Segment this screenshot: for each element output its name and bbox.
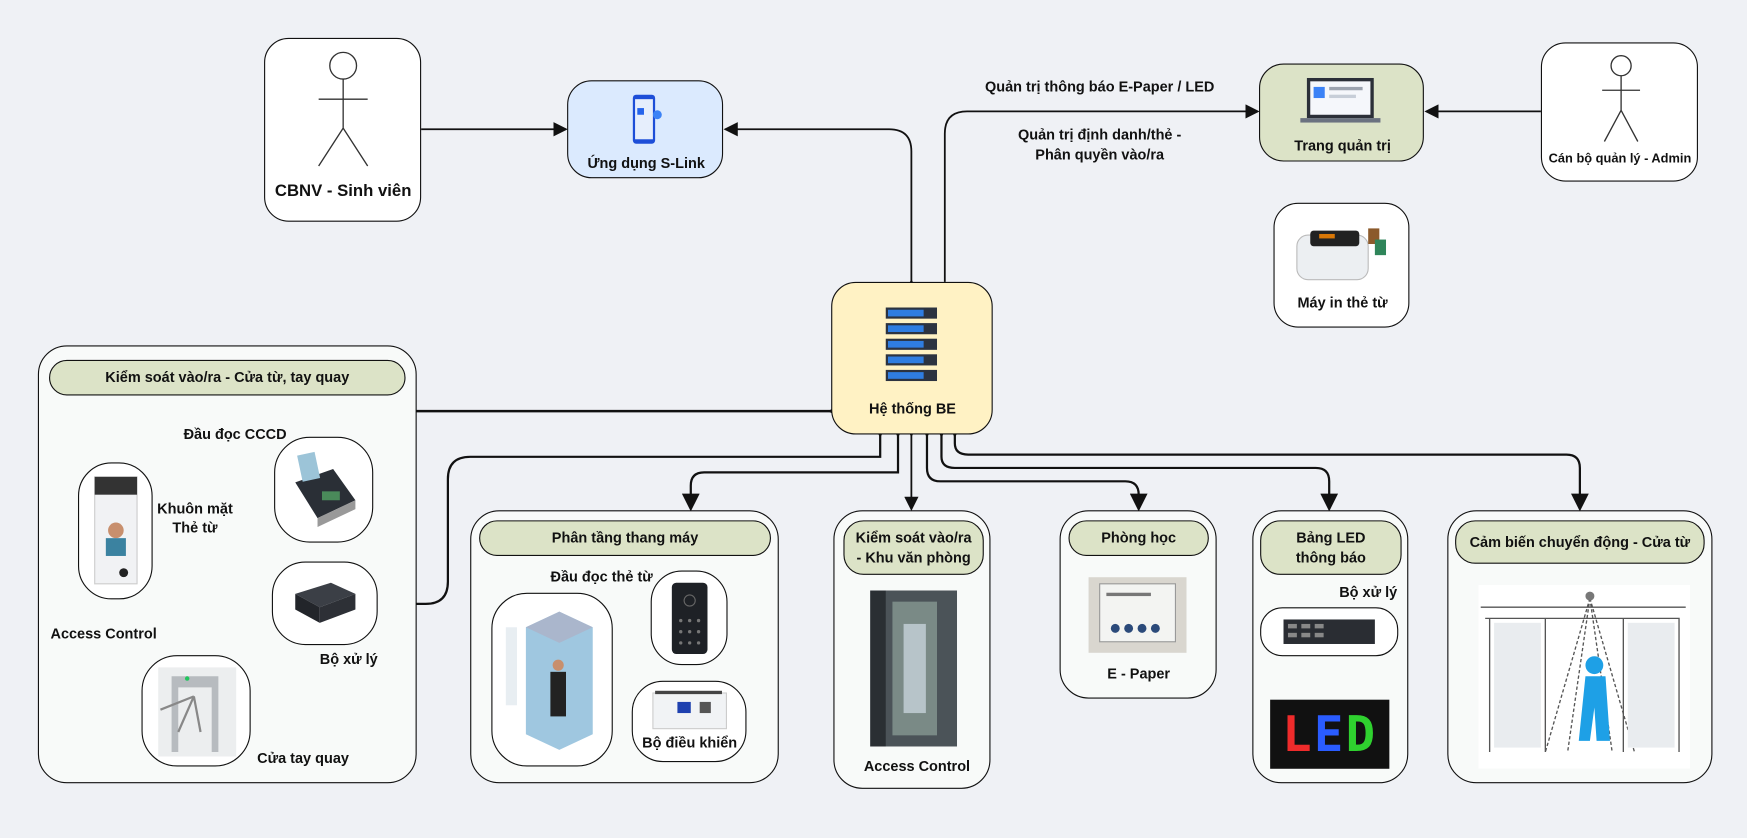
node-backend-label: Hệ thống BE: [869, 399, 956, 417]
face-label: Khuôn mặt: [157, 500, 233, 517]
node-admin-portal: Trang quản trị: [1259, 63, 1424, 162]
group-elevator-title-text: Phân tầng thang máy: [551, 529, 699, 546]
elevator-cabin-icon: [505, 611, 593, 750]
led-processor: [1260, 607, 1399, 657]
card-printer-icon: [1296, 228, 1387, 281]
node-slink: Ứng dụng S-Link: [567, 80, 724, 179]
led-controller-icon: [1283, 619, 1375, 644]
motion-sensor-door-image: [1478, 584, 1691, 769]
server-rack-icon: [885, 307, 938, 382]
group-gate-title-text: Kiểm soát vào/ra - Cửa từ, tay quay: [105, 368, 350, 386]
card-reader-label: Đầu đọc thẻ từ: [550, 568, 653, 585]
edge-label-identity-2: Phân quyền vào/ra: [1035, 145, 1165, 163]
edge-be-slink: [723, 122, 919, 294]
actor-admin: Cán bộ quản lý - Admin: [1540, 42, 1698, 182]
node-admin-portal-label: Trang quản trị: [1294, 137, 1391, 154]
actor-user: CBNV - Sinh viên: [264, 37, 422, 222]
actor-admin-label: Cán bộ quản lý - Admin: [1548, 152, 1692, 167]
edge-be-elevator: [681, 420, 907, 512]
office-access-control-label: Access Control: [863, 757, 971, 775]
turnstile-label: Cửa tay quay: [257, 749, 349, 767]
id-card-reader-icon: [295, 451, 356, 527]
led-processor-label: Bộ xử lý: [1339, 583, 1398, 601]
keypad-reader-icon: [671, 582, 708, 655]
card-label: Thẻ từ: [172, 519, 218, 536]
access-control-gate-label: Access Control: [50, 625, 157, 642]
group-classroom-title: Phòng học: [1068, 520, 1209, 556]
group-led-title: Bảng LED thông báo: [1260, 520, 1402, 575]
group-led-title-1: Bảng LED: [1296, 528, 1366, 546]
controller-device-icon: [652, 690, 727, 730]
group-led-title-2: thông báo: [1295, 548, 1366, 566]
edge-be-led: [932, 420, 1339, 512]
node-card-printer-label: Máy in thẻ từ: [1297, 294, 1388, 311]
turnstile-icon: [158, 667, 237, 757]
processor-gate: [271, 561, 378, 646]
edge-label-identity-1: Quản trị định danh/thẻ -: [1018, 125, 1182, 143]
processor-gate-label: Bộ xử lý: [319, 650, 378, 668]
turnstile: [141, 655, 251, 767]
group-elevator-title: Phân tầng thang máy: [479, 520, 771, 556]
card-reader: [650, 570, 728, 666]
office-door-photo: [870, 590, 958, 747]
edge-be-classroom: [918, 420, 1148, 512]
edge-be-processor: [376, 420, 890, 613]
elevator: [491, 592, 613, 767]
stick-figure-icon: [318, 51, 369, 167]
group-sensor-title-text: Cảm biến chuyển động - Cửa từ: [1469, 533, 1691, 550]
edge-be-admin-portal: [943, 104, 1260, 282]
group-gate-title: Kiểm soát vào/ra - Cửa từ, tay quay: [49, 359, 406, 396]
laptop-dashboard-icon: [1300, 77, 1381, 123]
node-backend: Hệ thống BE: [831, 281, 993, 435]
face-terminal: [77, 462, 153, 600]
cccd-reader: [274, 436, 374, 543]
stick-figure-icon: [1602, 55, 1641, 142]
edge-be-sensor: [945, 420, 1589, 512]
controller-label: Bộ điều khiển: [642, 734, 738, 751]
edge-label-epaper-led: Quản trị thông báo E-Paper / LED: [985, 77, 1215, 95]
processor-box-icon: [295, 582, 356, 623]
group-classroom-title-text: Phòng học: [1101, 529, 1177, 546]
cccd-reader-label: Đầu đọc CCCD: [183, 425, 287, 443]
epaper-label: E - Paper: [1107, 665, 1171, 682]
face-terminal-icon: [94, 476, 138, 585]
mobile-app-icon: [632, 94, 662, 144]
group-office-title-2: - Khu văn phòng: [856, 548, 971, 566]
epaper-display-image: [1088, 577, 1187, 653]
node-slink-label: Ứng dụng S-Link: [587, 154, 705, 172]
group-office-title-1: Kiểm soát vào/ra: [855, 528, 972, 546]
actor-user-label: CBNV - Sinh viên: [274, 181, 412, 201]
group-sensor-title: Cảm biến chuyển động - Cửa từ: [1455, 520, 1705, 564]
group-office-title: Kiểm soát vào/ra - Khu văn phòng: [843, 520, 984, 575]
controller: Bộ điều khiển: [631, 680, 747, 763]
node-card-printer: Máy in thẻ từ: [1273, 202, 1410, 328]
